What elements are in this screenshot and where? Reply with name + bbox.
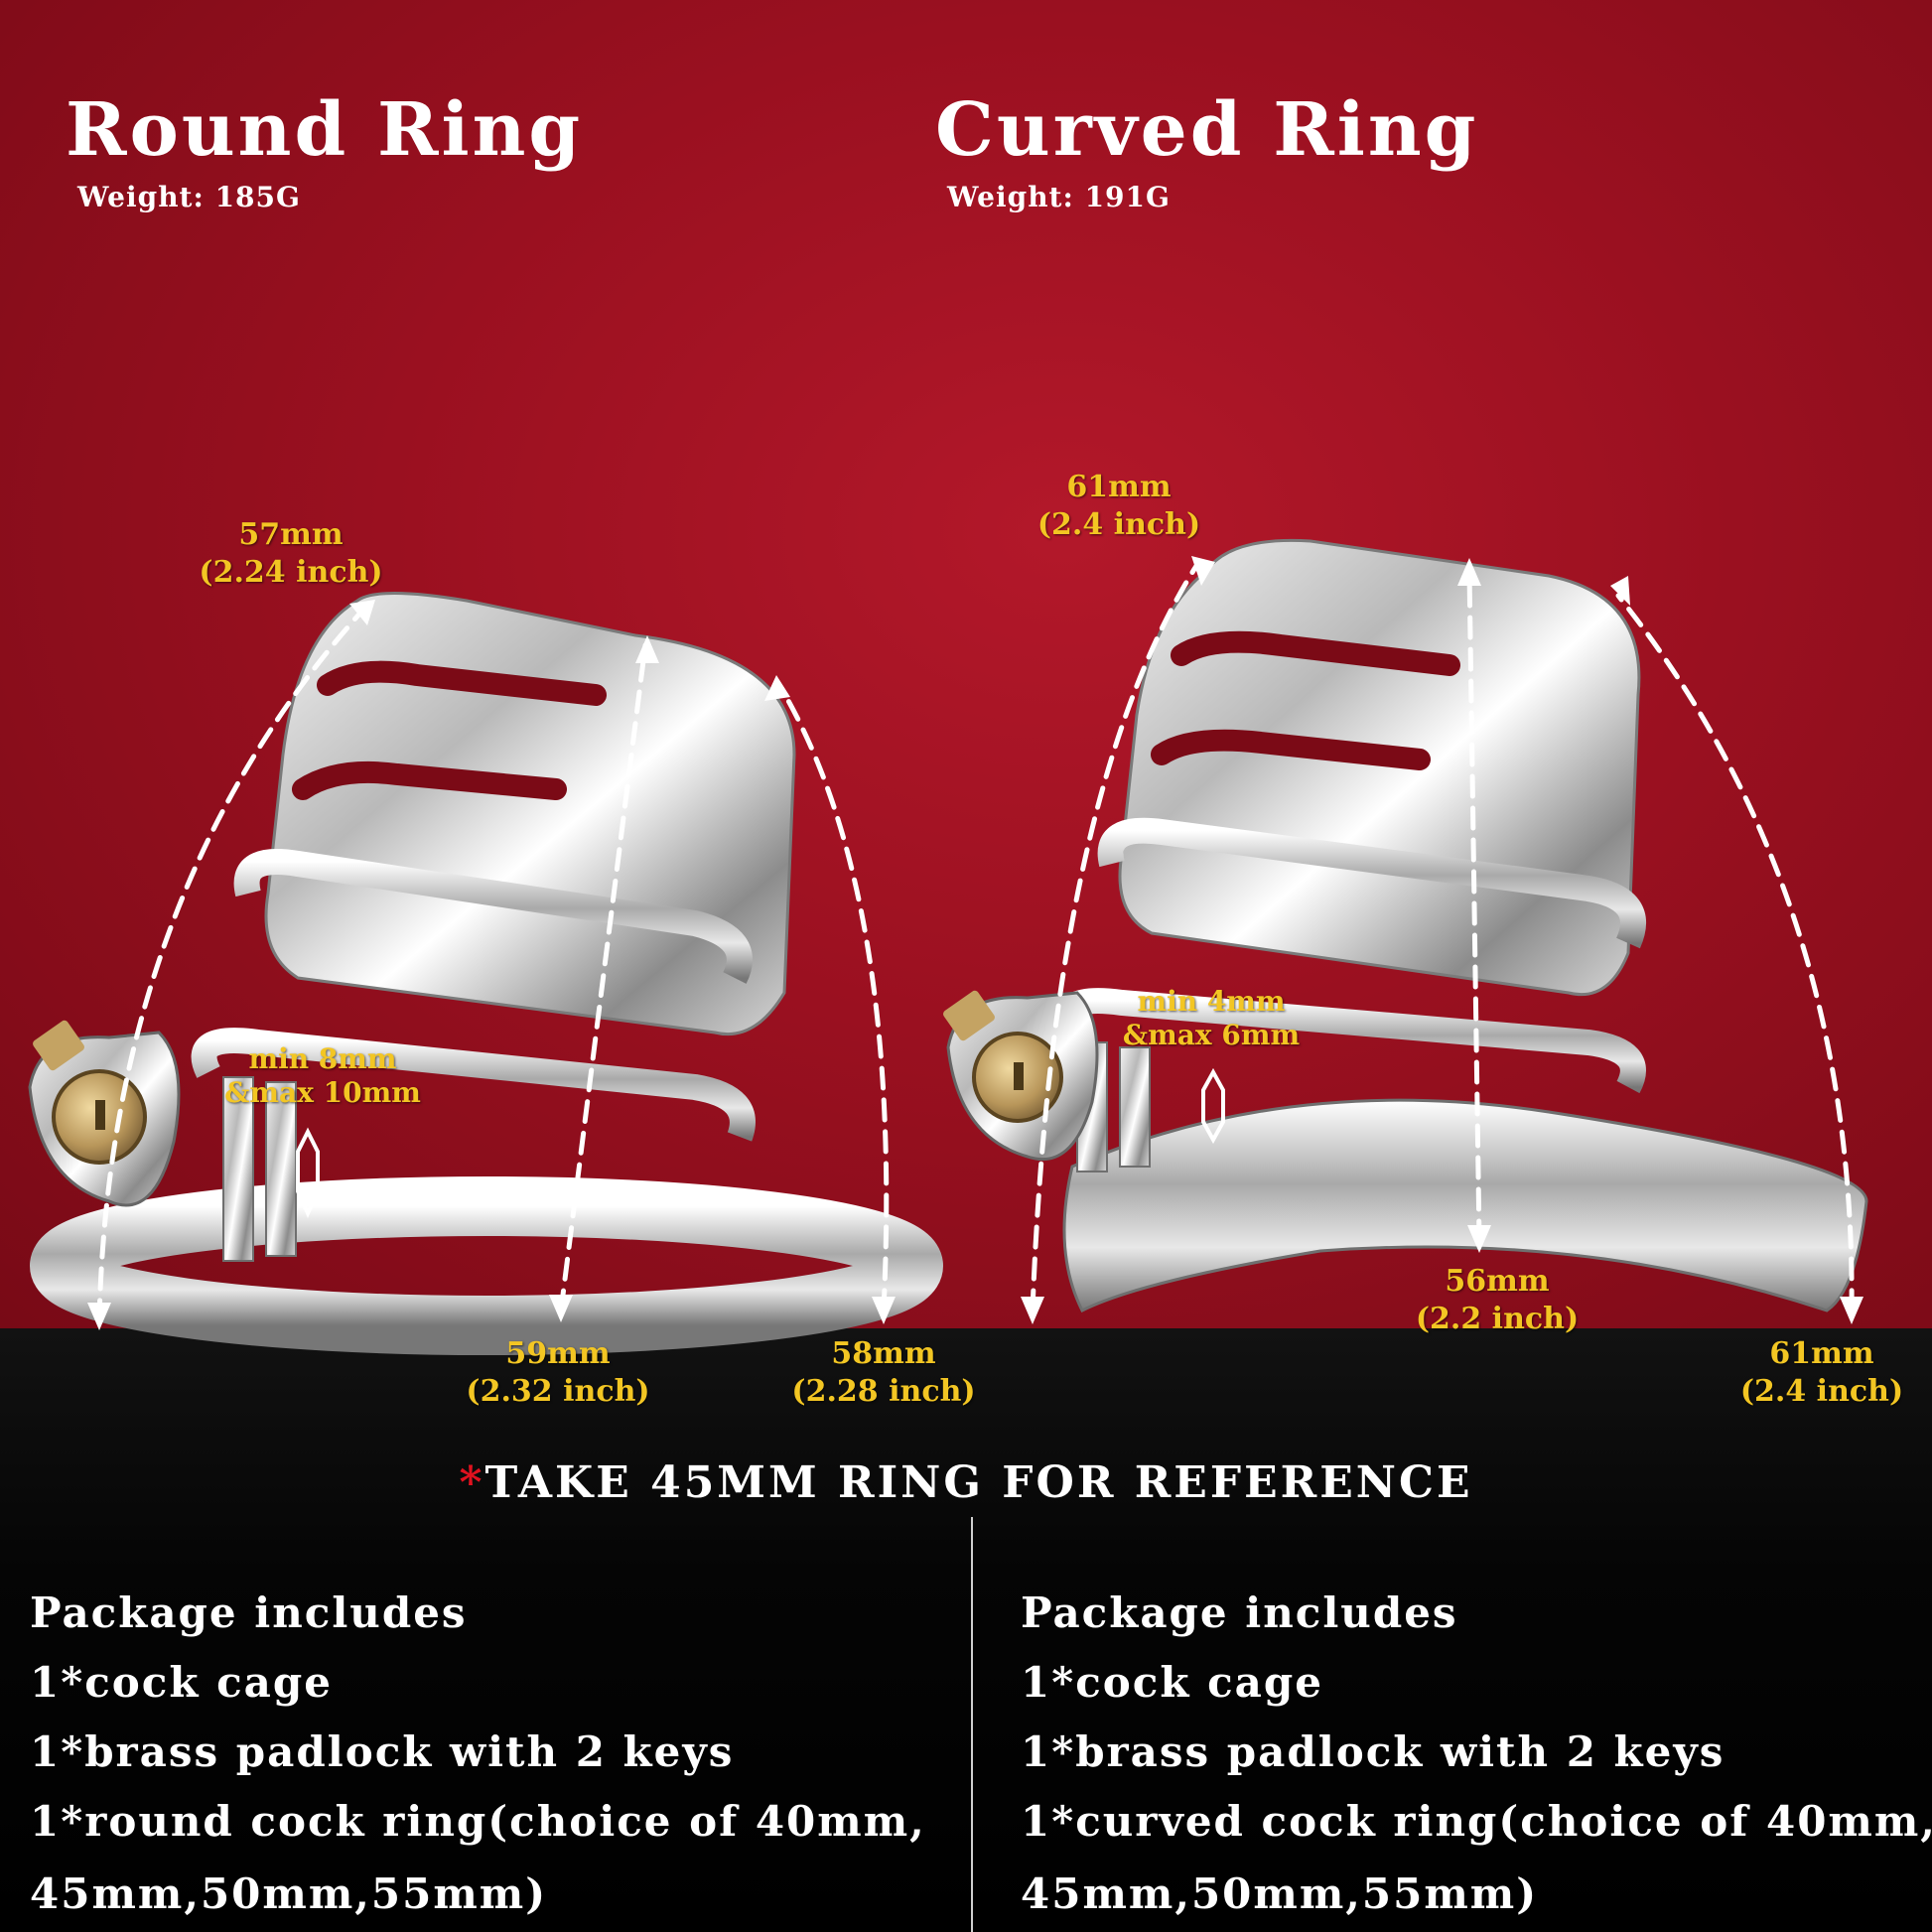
curved-top-dimension: 61mm(2.4 inch) — [1036, 470, 1201, 542]
round-ring-title: Round Ring — [66, 87, 584, 173]
list-item: 1*cock cage — [1021, 1658, 1323, 1707]
round-bottom-mid-dimension: 59mm(2.32 inch) — [466, 1336, 650, 1409]
round-ring-weight: Weight: 185G — [77, 181, 301, 213]
list-item: 1*cock cage — [30, 1658, 333, 1707]
list-item: 1*curved cock ring(choice of 40mm, — [1021, 1797, 1932, 1846]
note-star: * — [459, 1457, 485, 1508]
curved-ring-weight: Weight: 191G — [947, 181, 1171, 213]
list-item: 1*brass padlock with 2 keys — [1021, 1727, 1725, 1776]
reference-note: *TAKE 45MM RING FOR REFERENCE — [0, 1457, 1932, 1508]
list-item: 45mm,50mm,55mm) — [1021, 1869, 1539, 1918]
curved-bottom-mid-dimension: 56mm(2.2 inch) — [1415, 1264, 1580, 1336]
curved-gap-dimension: min 4mm&max 6mm — [1122, 985, 1301, 1051]
curved-ring-title: Curved Ring — [935, 87, 1479, 173]
round-bottom-right-dimension: 58mm(2.28 inch) — [791, 1336, 976, 1409]
column-divider — [971, 1517, 973, 1932]
round-package-heading: Package includes — [30, 1588, 468, 1637]
black-floor — [0, 1328, 1932, 1932]
round-top-dimension: 57mm(2.24 inch) — [199, 517, 383, 590]
note-text: TAKE 45MM RING FOR REFERENCE — [484, 1457, 1473, 1508]
curved-package-heading: Package includes — [1021, 1588, 1458, 1637]
list-item: 1*round cock ring(choice of 40mm, — [30, 1797, 926, 1846]
round-gap-dimension: min 8mm&max 10mm — [224, 1042, 421, 1109]
round-package-list: Package includes 1*cock cage 1*brass pad… — [30, 1579, 926, 1922]
curved-bottom-right-dimension: 61mm(2.4 inch) — [1739, 1336, 1904, 1409]
list-item: 45mm,50mm,55mm) — [30, 1869, 548, 1918]
list-item: 1*brass padlock with 2 keys — [30, 1727, 735, 1776]
curved-package-list: Package includes 1*cock cage 1*brass pad… — [1021, 1579, 1932, 1922]
